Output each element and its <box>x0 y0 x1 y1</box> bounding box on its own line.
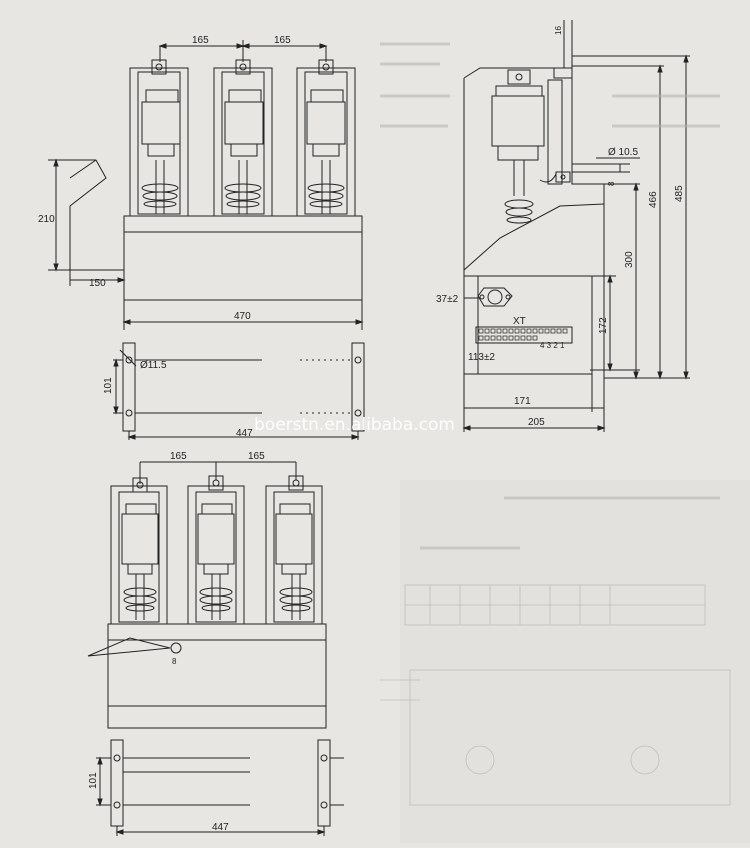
terminal-strip-label: XT <box>513 316 526 327</box>
terminal-offset-label: 37±2 <box>436 294 459 305</box>
marker-label: 8 <box>172 657 177 666</box>
terminal-plate <box>477 287 513 307</box>
front-view-top: 165 165 <box>38 35 364 330</box>
base-body <box>107 623 327 729</box>
operating-handle <box>87 637 171 657</box>
mid-height-label: 466 <box>648 191 659 208</box>
show-through-lines <box>380 42 720 550</box>
box-width-label: 171 <box>514 396 531 407</box>
hole-depth-label: 8 <box>607 181 616 186</box>
show-through-table <box>380 584 731 806</box>
hole-spacing-label: 101 <box>88 772 99 789</box>
pitch-right-label: 165 <box>248 451 265 462</box>
pole-1 <box>129 59 189 217</box>
base-view-top: 101 Ø11.5 447 <box>103 342 365 440</box>
hole-pitch-label: 447 <box>212 822 229 833</box>
hole-pitch-label: 447 <box>236 428 253 439</box>
terminal-pins <box>478 328 568 341</box>
pitch-right-label: 165 <box>274 35 291 46</box>
terminal-strip <box>475 326 573 344</box>
pole-3 <box>265 475 323 625</box>
terminal-box <box>463 275 593 375</box>
hole-spacing-label: 101 <box>103 377 114 394</box>
handle-height-label: 210 <box>38 214 55 225</box>
pole-2 <box>187 475 245 625</box>
overall-height-label: 485 <box>674 185 685 202</box>
body-width-label: 470 <box>234 311 251 322</box>
hole-diameter-label: Ø11.5 <box>140 360 167 371</box>
base-view-bottom: 101 447 <box>88 739 344 836</box>
overall-width-label: 205 <box>528 417 545 428</box>
top-dim-label: 16 <box>554 26 563 35</box>
terminal-numbers: 4 3 2 1 <box>540 341 565 350</box>
pitch-left-label: 165 <box>170 451 187 462</box>
box-offset-label: 113±2 <box>468 352 495 363</box>
pitch-left-label: 165 <box>192 35 209 46</box>
hole-diameter-label: Ø 10.5 <box>608 147 638 158</box>
handle-offset-label: 150 <box>89 278 106 289</box>
front-view-bottom: 165 165 <box>87 451 327 729</box>
watermark-text: boerstn.en.alibaba.com <box>254 415 455 435</box>
lower-height-label: 300 <box>624 251 635 268</box>
side-view: 37±2 XT 4 3 2 1 113±2 16 Ø 10.5 8 485 <box>436 20 690 432</box>
box-height-label: 172 <box>598 317 609 334</box>
